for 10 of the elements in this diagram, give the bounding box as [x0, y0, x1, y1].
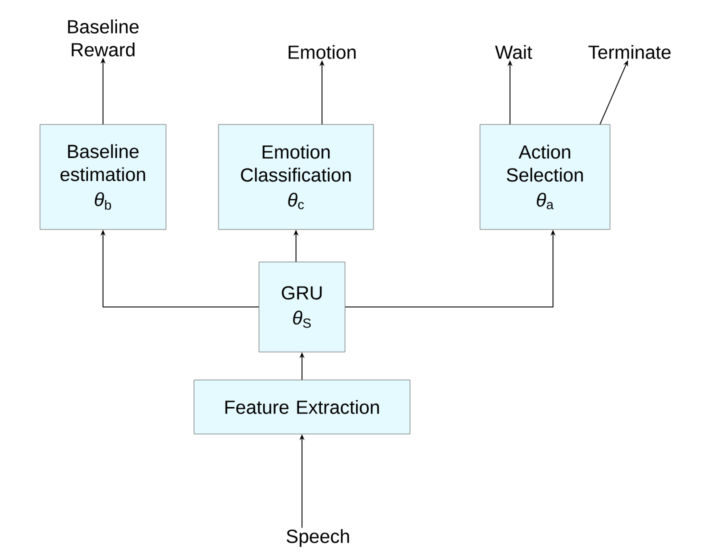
- text-label: Emotion: [288, 45, 356, 59]
- text-label: Baseline Reward: [68, 20, 139, 56]
- process-box: GRU θ$_{S}$: [258, 262, 346, 352]
- process-box: Action Selection θ$_{a}$: [480, 124, 610, 230]
- text-label: Wait: [495, 45, 532, 59]
- text-label: Speech: [286, 529, 349, 547]
- text-label: Terminate: [588, 45, 671, 59]
- process-box: Emotion Classification θ$_{c}$: [218, 124, 374, 230]
- process-box: Feature Extraction: [194, 380, 410, 434]
- process-box: Baseline estimation θ$_{b}$: [40, 124, 166, 230]
